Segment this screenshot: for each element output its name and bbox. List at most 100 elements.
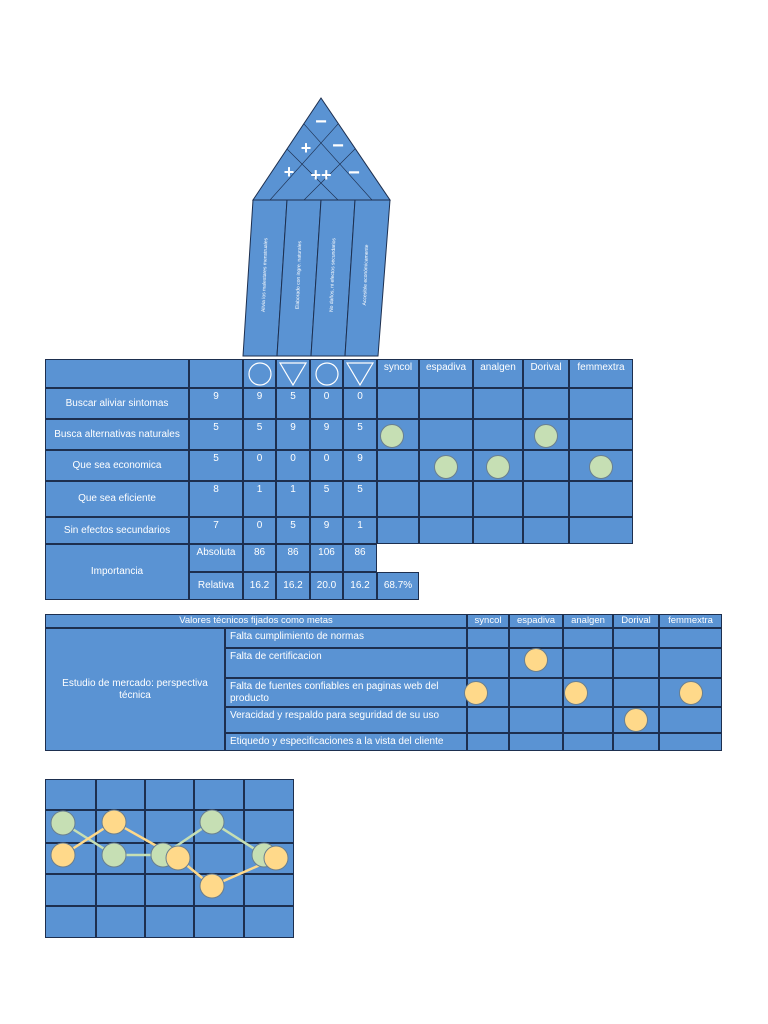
- grid-cell: [194, 779, 244, 810]
- relation-value: 0: [343, 388, 377, 419]
- matrix-header-blank: [189, 359, 243, 388]
- absolute-value: 86: [343, 544, 377, 572]
- grid-cell: [145, 906, 194, 938]
- grid-cell: [96, 810, 145, 843]
- technical-header: Valores técnicos fijados como metas: [45, 614, 467, 628]
- technical-column-label: Elaborado con ingre. naturales: [294, 240, 304, 310]
- technical-group-label: Estudio de mercado: perspectiva técnica: [45, 628, 225, 751]
- grid-cell: [194, 874, 244, 906]
- grid-cell: [244, 843, 294, 874]
- grid-cell: [45, 810, 96, 843]
- grid-cell: [244, 906, 294, 938]
- competitor-rating-cell: [377, 388, 419, 419]
- competitor-rating-cell: [473, 388, 523, 419]
- matrix-corner: [45, 359, 189, 388]
- absolute-value: 106: [310, 544, 343, 572]
- customer-rating-dot: [534, 423, 558, 448]
- relation-value: 9: [343, 450, 377, 481]
- relation-value: 5: [310, 481, 343, 517]
- technical-competitor-header: espadiva: [509, 614, 563, 628]
- technical-competitor-header: femmextra: [659, 614, 722, 628]
- technical-row-label: Falta cumplimiento de normas: [225, 628, 467, 648]
- technical-rating-cell: [563, 733, 613, 751]
- roof-sign: ++: [310, 165, 332, 185]
- technical-row-label: Etiquedo y especificaciones a la vista d…: [225, 733, 467, 751]
- requirement-label: Sin efectos secundarios: [45, 517, 189, 544]
- roof-sign: +: [283, 162, 295, 182]
- relation-value: 9: [310, 517, 343, 544]
- triangle-icon: [345, 361, 375, 386]
- grid-cell: [45, 906, 96, 938]
- relation-value: 5: [276, 517, 310, 544]
- technical-rating-cell: [563, 707, 613, 733]
- relation-value: 1: [276, 481, 310, 517]
- grid-cell: [244, 779, 294, 810]
- grid-cell: [244, 874, 294, 906]
- competitor-rating-cell: [569, 517, 633, 544]
- technical-rating-dot: [678, 680, 703, 705]
- triangle-icon: [278, 361, 308, 386]
- requirement-label: Que sea eficiente: [45, 481, 189, 517]
- customer-rating-dot: [380, 423, 404, 448]
- circle-icon: [247, 361, 272, 386]
- technical-rating-cell: [467, 733, 509, 751]
- technical-rating-cell: [659, 733, 722, 751]
- importance-label: Importancia: [45, 544, 189, 600]
- requirement-importance: 9: [189, 388, 243, 419]
- relation-value: 9: [310, 419, 343, 450]
- competitor-rating-cell: [419, 481, 473, 517]
- customer-rating-dot: [589, 454, 613, 479]
- relation-symbol-cell: [276, 359, 310, 388]
- relation-value: 5: [276, 388, 310, 419]
- relation-value: 1: [243, 481, 276, 517]
- relation-value: 9: [243, 388, 276, 419]
- relative-total: 68.7%: [377, 572, 419, 600]
- competitor-rating-cell: [523, 450, 569, 481]
- relation-value: 5: [343, 419, 377, 450]
- relation-value: 9: [276, 419, 310, 450]
- roof-sign: −: [348, 162, 360, 184]
- grid-cell: [45, 779, 96, 810]
- relation-value: 0: [276, 450, 310, 481]
- grid-cell: [145, 874, 194, 906]
- relation-value: 0: [310, 388, 343, 419]
- requirement-label: Busca alternativas naturales: [45, 419, 189, 450]
- relation-value: 5: [243, 419, 276, 450]
- relation-value: 5: [343, 481, 377, 517]
- competitor-rating-cell: [473, 517, 523, 544]
- technical-rating-cell: [613, 733, 659, 751]
- grid-cell: [45, 874, 96, 906]
- relation-value: 1: [343, 517, 377, 544]
- relative-label: Relativa: [189, 572, 243, 600]
- customer-rating-dot: [434, 454, 458, 479]
- competitor-header: espadiva: [419, 359, 473, 388]
- requirement-importance: 8: [189, 481, 243, 517]
- competitor-rating-cell: [523, 481, 569, 517]
- technical-rating-cell: [613, 678, 659, 707]
- circle-icon: [314, 361, 339, 386]
- competitor-header: Dorival: [523, 359, 569, 388]
- competitor-rating-cell: [419, 517, 473, 544]
- competitor-rating-cell: [569, 481, 633, 517]
- technical-rating-cell: [467, 648, 509, 678]
- technical-rating-cell: [509, 678, 563, 707]
- technical-rating-cell: [467, 707, 509, 733]
- roof-sign: −: [315, 111, 327, 133]
- technical-rating-dot: [524, 648, 548, 672]
- competitor-rating-cell: [473, 481, 523, 517]
- requirement-label: Que sea economica: [45, 450, 189, 481]
- technical-rating-cell: [659, 648, 722, 678]
- grid-cell: [96, 906, 145, 938]
- grid-cell: [45, 843, 96, 874]
- absolute-value: 86: [276, 544, 310, 572]
- technical-rating-cell: [509, 628, 563, 648]
- technical-rating-dot: [564, 680, 588, 705]
- relation-symbol-cell: [343, 359, 377, 388]
- competitor-header: femmextra: [569, 359, 633, 388]
- requirement-importance: 5: [189, 450, 243, 481]
- roof-sign: +: [300, 138, 312, 158]
- technical-competitor-header: analgen: [563, 614, 613, 628]
- absolute-value: 86: [243, 544, 276, 572]
- competitor-rating-cell: [377, 450, 419, 481]
- competitor-rating-cell: [523, 517, 569, 544]
